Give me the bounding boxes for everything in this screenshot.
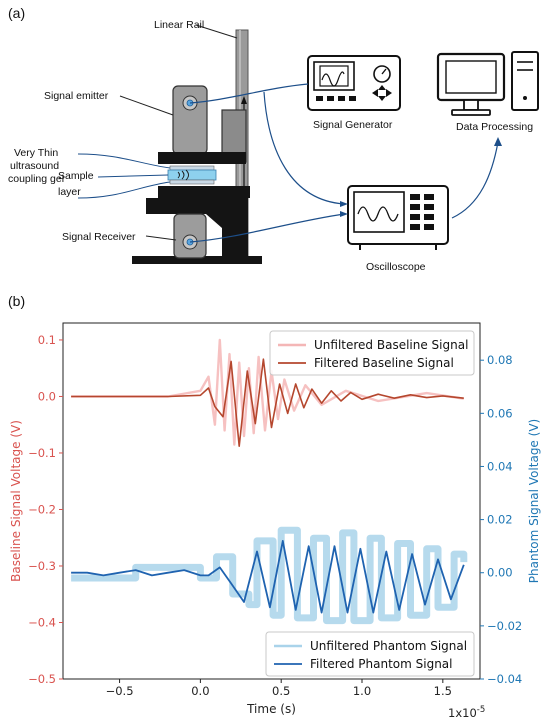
lower-stage	[132, 186, 262, 264]
sample	[167, 165, 217, 185]
oscilloscope	[347, 185, 449, 250]
y-right-tick-label: 0.00	[487, 566, 513, 580]
plot-frame	[62, 322, 481, 680]
legend-baseline-box	[269, 330, 475, 376]
oscilloscope-computer-cable	[451, 141, 499, 219]
generator-oscilloscope-cable	[263, 91, 345, 205]
legend-phantom-box	[265, 631, 475, 677]
y-left-tick-label: 0.1	[38, 333, 56, 347]
signal-emitter	[172, 85, 208, 155]
data-processing-label: Data Processing	[456, 121, 533, 133]
receiver-oscilloscope-cable	[189, 213, 345, 243]
x-tick-label: 1.0	[353, 684, 371, 698]
x-tick-label: 1.5	[434, 684, 452, 698]
legend-baseline-entry: Unfiltered Baseline Signal	[314, 338, 468, 352]
gel-leader-bottom	[77, 181, 171, 199]
legend-phantom-entry: Unfiltered Phantom Signal	[310, 639, 467, 653]
signal-chart: −0.5 0.0 0.5 1.0 1.5 0.1 0.0 −0.1 −0.2 −0.3 −0.4 −0…	[9, 322, 541, 720]
y-left-tick-label: 0.0	[38, 389, 56, 403]
y-right-tick-label: 0.08	[487, 353, 513, 367]
panel-b-label: (b)	[8, 293, 25, 309]
x-tick-label: 0.0	[191, 684, 209, 698]
y-left-tick-label: −0.5	[28, 672, 56, 686]
signal-generator	[307, 55, 401, 111]
x-axis-label: Time (s)	[246, 702, 296, 716]
y-left-tick-label: −0.1	[28, 446, 56, 460]
arrow-computer-in	[494, 137, 502, 146]
arrow-osc-in-2	[340, 211, 348, 217]
y-left-tick-label: −0.3	[28, 559, 56, 573]
legend-baseline-entry: Filtered Baseline Signal	[314, 356, 454, 370]
linear-rail-label: Linear Rail	[154, 19, 204, 31]
y-right-axis-label: Phantom Signal Voltage (V)	[527, 419, 541, 583]
series-unfiltered-baseline-line	[71, 338, 464, 446]
series-unfiltered-phantom-line	[71, 526, 468, 625]
series-filtered-phantom-line	[71, 540, 465, 614]
cables	[189, 83, 499, 243]
y-left-tick-label: −0.4	[28, 615, 56, 629]
x-tick-label: 0.5	[272, 684, 290, 698]
gel-label-4: layer	[58, 186, 81, 198]
oscilloscope-label: Oscilloscope	[366, 261, 426, 273]
sample-label: Sample	[58, 170, 94, 182]
gel-leader-top	[77, 153, 171, 169]
arrow-osc-in-1	[340, 201, 348, 207]
x-tick-label: −0.5	[106, 684, 134, 698]
signal-receiver-label: Signal Receiver	[62, 231, 136, 243]
linear-rail-leader	[195, 24, 238, 39]
upper-clamp-plate	[158, 152, 246, 164]
gel-label-1: Very Thin	[14, 147, 58, 159]
y-right-tick-label: −0.04	[487, 672, 522, 686]
x-axis-multiplier: 1x10-5	[448, 705, 485, 720]
signal-generator-label: Signal Generator	[313, 119, 393, 131]
y-right-tick-label: 0.04	[487, 459, 513, 473]
signal-receiver-leader	[145, 235, 177, 241]
data-processing-computer	[436, 51, 539, 116]
panel-a-label: (a)	[8, 5, 25, 21]
series-filtered-baseline-line	[71, 358, 464, 447]
y-right-tick-label: 0.06	[487, 406, 513, 420]
signal-emitter-leader	[119, 95, 174, 116]
panel-a: (a) Linear Rail Signal emitter	[8, 5, 539, 273]
y-left-tick-label: −0.2	[28, 502, 56, 516]
y-right-tick-label: 0.02	[487, 513, 513, 527]
gel-label-3: coupling gel	[8, 173, 64, 185]
sample-leader	[97, 174, 169, 178]
signal-receiver	[173, 213, 207, 259]
legend-phantom-entry: Filtered Phantom Signal	[310, 657, 452, 671]
y-right-tick-label: −0.02	[487, 619, 522, 633]
gel-label-2: ultrasound	[10, 160, 59, 172]
signal-emitter-label: Signal emitter	[44, 90, 109, 102]
emitter-generator-cable	[189, 83, 309, 104]
y-left-axis-label: Baseline Signal Voltage (V)	[9, 420, 23, 582]
